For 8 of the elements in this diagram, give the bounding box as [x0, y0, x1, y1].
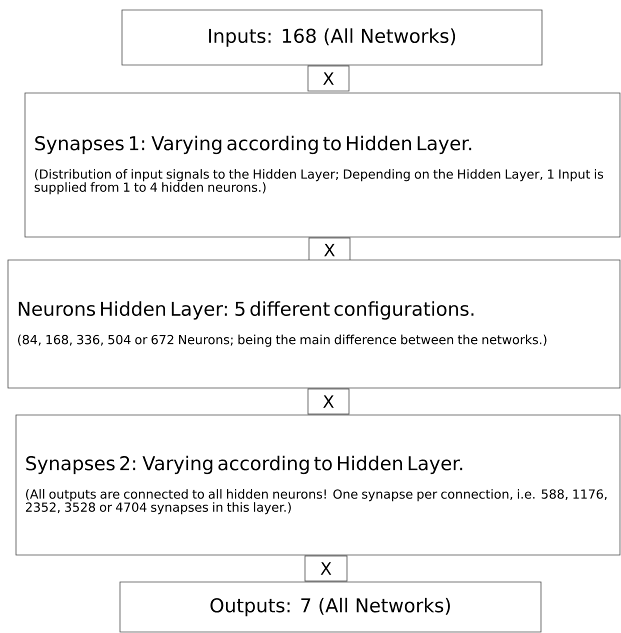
operator-box: X [304, 556, 348, 582]
layer-box: Synapses 1: Varying according to Hidden Layer. (Distribution of input signals to the Hidden Layer; Depending on the Hidden Layer, 1 Input is supplied from 1 to 4 hidden neurons.) [24, 92, 620, 238]
layer-box: Outputs: 7 (All Networks) [120, 582, 542, 632]
layer-box: Synapses 2: Varying according to Hidden Layer. (All outputs are connected to all hidden neurons! One synapse per connection, i.e. 588, 1176, 2352, 3528 or 4704 synapses in this layer.) [16, 414, 620, 556]
layer-box: Neurons Hidden Layer: 5 different configurations. (84, 168, 336, 504 or 672 Neurons; being the main difference between the networks.) [8, 260, 620, 388]
operator-box: X [308, 388, 350, 414]
operator-box: X [308, 238, 350, 262]
operator-box: X [308, 66, 350, 92]
